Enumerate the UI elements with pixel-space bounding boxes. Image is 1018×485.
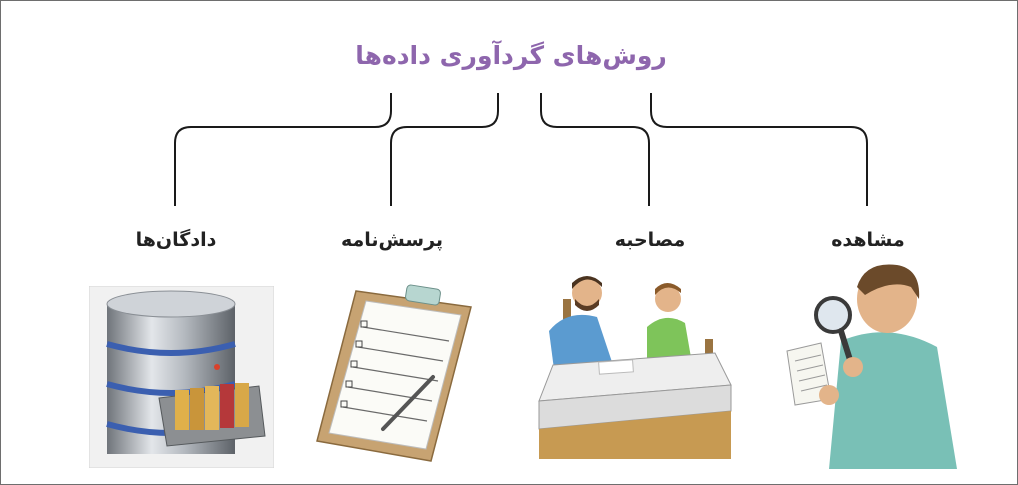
label-questionnaire: پرسش‌نامه [340,229,444,251]
connector-interview [540,93,650,206]
magnifying-glass-observer-icon [786,264,957,469]
interview-scene-icon [538,276,732,459]
database-server-icon [89,286,274,468]
label-observation: مشاهده [831,229,905,251]
connector-datasets [174,93,392,206]
label-interview: مصاحبه [614,229,686,251]
label-datasets: داد‌گان‌ها [135,229,217,251]
clipboard-questionnaire-icon [316,284,472,462]
connector-questionnaire [390,93,499,206]
diagram-title: روش‌های گردآوری داده‌ها [355,41,667,70]
connector-observation [650,93,868,206]
